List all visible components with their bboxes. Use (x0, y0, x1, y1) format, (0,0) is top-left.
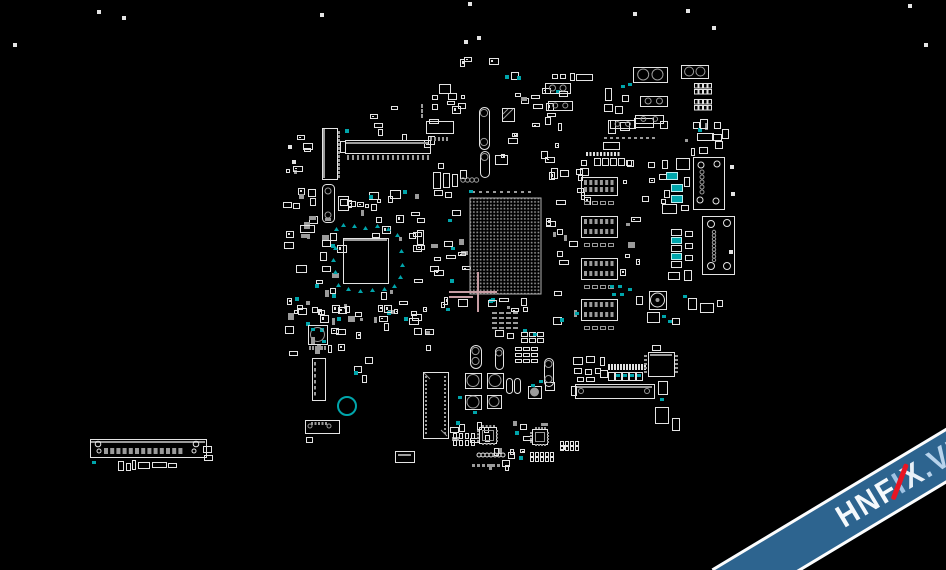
vertical-connector[interactable] (322, 128, 338, 180)
cpu-bga-chip[interactable] (469, 197, 542, 295)
component-cluster[interactable] (412, 302, 446, 351)
ram-chip-4[interactable] (581, 299, 618, 321)
ram-chip-3[interactable] (581, 258, 618, 280)
buzzer[interactable] (649, 291, 667, 310)
component-cluster[interactable] (330, 190, 425, 241)
coil-components[interactable] (545, 65, 709, 129)
component-cluster[interactable] (501, 88, 568, 163)
component-cluster[interactable] (356, 305, 409, 339)
component-cluster[interactable] (685, 122, 723, 156)
component-cluster[interactable] (286, 135, 313, 175)
stray-pads (13, 2, 928, 254)
right-connector-a[interactable] (693, 157, 725, 210)
vertical-ic[interactable] (312, 358, 326, 401)
component-cluster[interactable] (318, 305, 345, 353)
io-connector[interactable] (305, 420, 340, 434)
shield-pad[interactable] (395, 451, 415, 463)
component-cluster[interactable] (301, 216, 347, 289)
battery-connector[interactable] (90, 439, 207, 458)
pad-grids (453, 83, 712, 467)
component-cluster[interactable] (345, 106, 407, 141)
component-cluster[interactable] (549, 168, 591, 205)
highlight-capacitors[interactable] (92, 83, 687, 464)
component-cluster[interactable] (620, 162, 669, 276)
component-cluster[interactable] (444, 210, 471, 307)
silkscreen-lines (423, 108, 514, 437)
connector-inner-lines (91, 129, 652, 443)
ec-chip[interactable] (308, 325, 328, 345)
highlighted-net[interactable] (449, 272, 497, 312)
component-cluster[interactable] (284, 188, 317, 249)
qfn-chips[interactable] (477, 425, 549, 446)
pin-header[interactable] (322, 184, 335, 223)
right-connector-b[interactable] (702, 216, 735, 275)
pch-chip[interactable] (343, 238, 389, 284)
board-to-board-connector[interactable] (345, 140, 431, 154)
component-cluster[interactable] (460, 57, 522, 81)
component-cluster[interactable] (354, 357, 373, 383)
component-cluster[interactable] (285, 288, 347, 356)
pin-rows (309, 104, 678, 434)
header-components[interactable] (470, 107, 554, 394)
small-components[interactable] (118, 73, 729, 471)
power-inductors[interactable] (465, 373, 542, 410)
tsop-chip[interactable] (423, 372, 449, 439)
bottom-edge-connector[interactable] (575, 384, 655, 399)
via-rows (460, 177, 506, 458)
sop-chip[interactable] (648, 352, 675, 377)
ram-chip-2[interactable] (581, 216, 618, 238)
ram-chip-1[interactable] (581, 177, 618, 196)
component-cluster[interactable] (546, 218, 578, 325)
component-cluster[interactable] (399, 232, 444, 283)
